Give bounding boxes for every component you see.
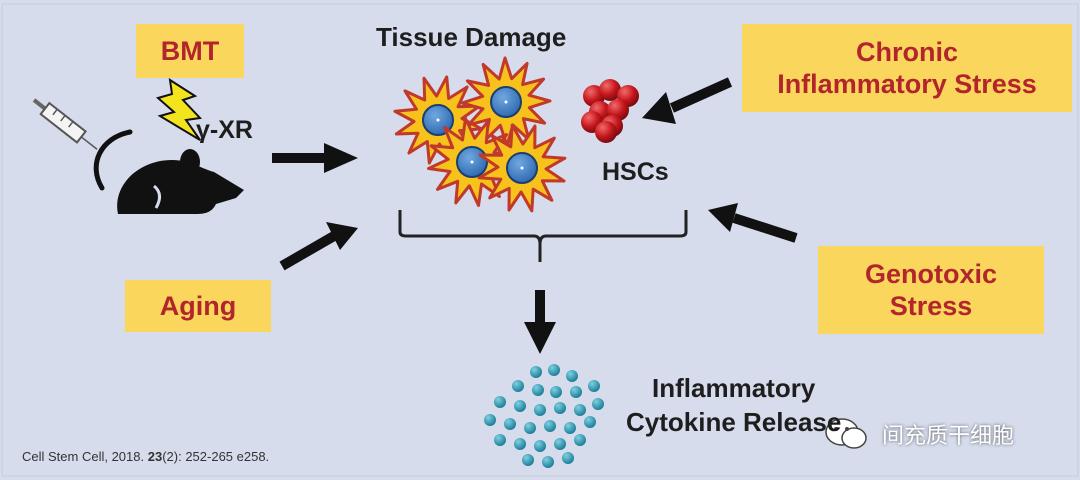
bmt-label: BMT [160,35,220,66]
cytokine-release-label: Inflammatory Cytokine Release [626,372,841,440]
cytokine-label-line2: Cytokine Release [626,406,842,437]
cytokine-dot [514,400,526,412]
arrow-down-to-cytokines [524,290,556,354]
cytokine-dot [550,386,562,398]
damaged-cell [477,123,567,213]
cytokine-dot [514,438,526,450]
grouping-brace [398,210,688,262]
cytokine-dot [524,422,536,434]
citation: Cell Stem Cell, 2018. 23(2): 252-265 e25… [22,449,269,464]
cytokine-dot [494,396,506,408]
citation-rest: (2): 252-265 e258. [162,449,270,464]
arrow-aging-to-damage [279,222,358,271]
cytokine-dot [584,416,596,428]
cytokine-dot [562,452,574,464]
cytokine-dot [494,434,506,446]
chronic-label-line1: Chronic [855,36,958,67]
cytokine-dot [504,418,516,430]
aging-box: Aging [125,280,271,332]
hsc-cell [599,79,621,101]
citation-volume: 23 [147,449,163,464]
cytokine-dot [574,404,586,416]
cytokine-dot [534,440,546,452]
mouse-icon [93,129,244,214]
damaged-cell [460,56,552,148]
citation-prefix: Cell Stem Cell, 2018. [22,449,148,464]
cytokine-dot [532,384,544,396]
syringe-icon [32,98,98,150]
wechat-icon [825,418,867,449]
hscs-label: HSCs [602,158,669,186]
chronic-inflammatory-stress-box: Chronic Inflammatory Stress [742,24,1072,112]
genotoxic-stress-box: Genotoxic Stress [818,246,1044,334]
bmt-box: BMT [136,24,244,78]
cytokine-dot [522,454,534,466]
cytokine-dot [592,398,604,410]
cytokine-label-line1: Inflammatory [652,373,816,403]
cytokine-dot [530,366,542,378]
damaged-cells [393,56,567,213]
arrow-chronic-to-hscs [642,77,733,124]
cytokine-dot [570,386,582,398]
hsc-cluster-icon [581,79,639,143]
aging-label: Aging [159,290,237,321]
cytokine-dot [484,414,496,426]
watermark-text: 间充质干细胞 [882,424,1015,449]
cytokine-particles [484,364,604,468]
hsc-cell [595,121,617,143]
cytokine-dot [554,402,566,414]
gamma-xr-label: γ-XR [196,116,253,144]
cytokine-dot [564,422,576,434]
cytokine-dot [544,420,556,432]
lightning-icon [155,77,203,141]
chronic-label-line2: Inflammatory Stress [777,69,1037,99]
genotoxic-label-line2: Stress [889,291,973,321]
cytokine-dot [548,364,560,376]
arrow-genotoxic-to-hscs [708,203,798,243]
cytokine-dot [542,456,554,468]
cytokine-dot [574,434,586,446]
cytokine-dot [588,380,600,392]
cytokine-dot [512,380,524,392]
cytokine-dot [566,370,578,382]
cytokine-dot [554,438,566,450]
cytokine-dot [534,404,546,416]
tissue-damage-label: Tissue Damage [376,22,567,52]
watermark: 间充质干细胞 [882,418,1014,450]
arrow-irradiation-to-damage [272,143,358,173]
genotoxic-label-line1: Genotoxic [864,258,998,289]
